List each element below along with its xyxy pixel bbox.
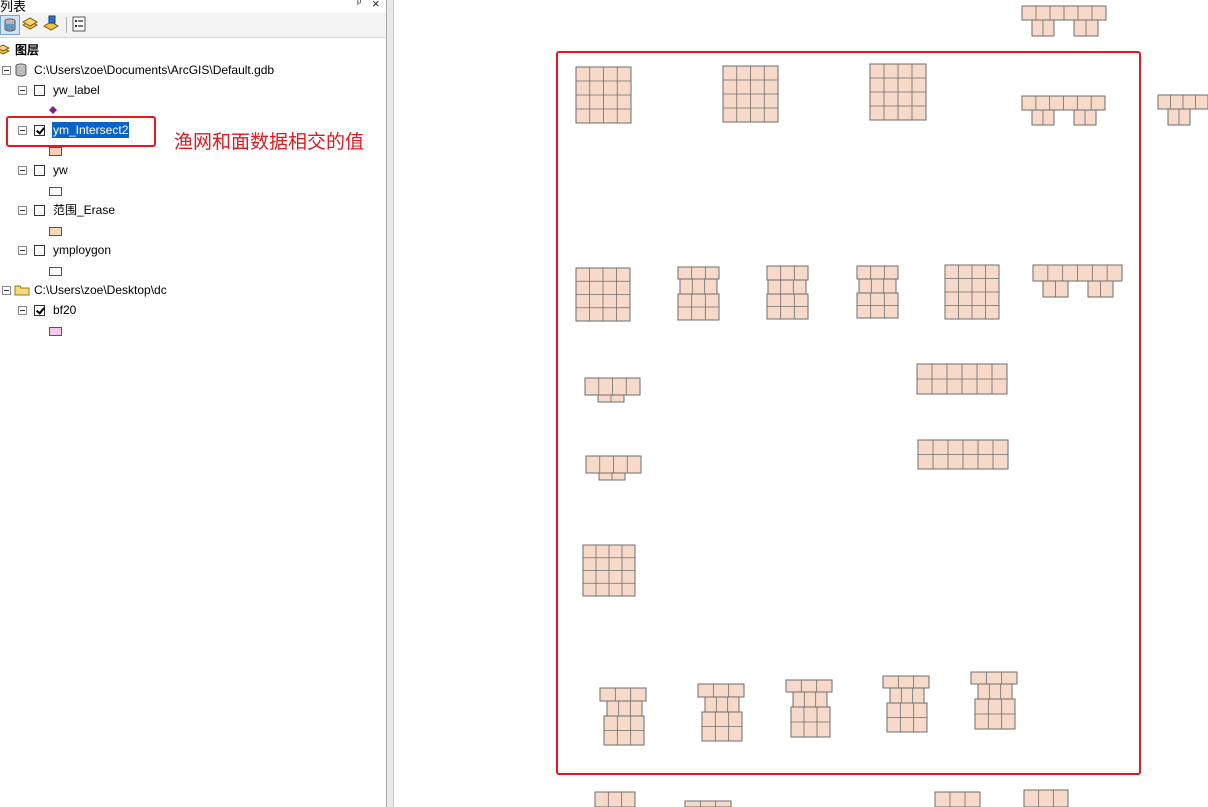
layer-tree: 图层 C:\Users\zoe\Documents\ArcGIS\Default… xyxy=(0,38,386,807)
map-polygon[interactable] xyxy=(916,363,1008,395)
annotation-text: 渔网和面数据相交的值 xyxy=(174,131,365,153)
options-button[interactable] xyxy=(70,15,90,35)
map-polygon[interactable] xyxy=(766,265,809,281)
layer-checkbox-yw[interactable] xyxy=(34,165,45,176)
map-polygon[interactable] xyxy=(575,267,631,322)
map-polygon[interactable] xyxy=(1021,95,1106,111)
map-polygon[interactable] xyxy=(679,278,718,295)
map-polygon[interactable] xyxy=(917,439,1009,470)
map-view[interactable] xyxy=(394,0,1208,807)
map-polygon[interactable] xyxy=(790,706,831,738)
map-polygon[interactable] xyxy=(856,292,899,319)
geodatabase-icon xyxy=(15,63,27,77)
map-polygon[interactable] xyxy=(594,791,636,807)
map-polygon[interactable] xyxy=(1021,5,1107,21)
layer-label-yw-label[interactable]: yw_label xyxy=(53,83,100,97)
layer-label-bf20[interactable]: bf20 xyxy=(53,303,77,317)
folder-expander[interactable] xyxy=(2,286,11,295)
map-polygon[interactable] xyxy=(766,293,809,320)
map-polygon[interactable] xyxy=(1031,109,1055,126)
toolbar-separator xyxy=(66,17,67,33)
layer-expander-ym-intersect2[interactable] xyxy=(18,126,27,135)
map-polygon[interactable] xyxy=(944,264,1000,320)
map-polygon[interactable] xyxy=(1073,19,1099,37)
layer-expander-yw-label[interactable] xyxy=(18,86,27,95)
layer-checkbox-bf20[interactable] xyxy=(34,305,45,316)
map-polygon[interactable] xyxy=(582,544,636,597)
map-polygon[interactable] xyxy=(1087,280,1114,298)
map-polygon[interactable] xyxy=(1157,94,1208,110)
pin-icon[interactable]: ᵖ xyxy=(357,0,362,9)
point-symbol-icon[interactable] xyxy=(49,106,57,114)
list-by-source-icon xyxy=(21,17,39,30)
list-by-source-button[interactable] xyxy=(21,15,41,35)
list-by-visibility-icon xyxy=(42,15,60,31)
toc-toolbar xyxy=(0,13,386,38)
map-polygon[interactable] xyxy=(1073,109,1097,126)
layer-label-fanwei-erase[interactable]: 范围_Erase xyxy=(53,203,116,217)
map-polygon[interactable] xyxy=(722,65,779,123)
layer-highlight-box xyxy=(6,116,156,147)
folder-path-label[interactable]: C:\Users\zoe\Desktop\dc xyxy=(34,283,167,297)
fill-symbol-swatch[interactable] xyxy=(49,267,62,276)
layer-checkbox-fanwei-erase[interactable] xyxy=(34,205,45,216)
map-polygon[interactable] xyxy=(684,800,732,807)
map-polygon[interactable] xyxy=(1023,789,1069,807)
map-polygon[interactable] xyxy=(889,687,925,704)
layers-icon xyxy=(0,44,10,55)
layer-expander-fanwei-erase[interactable] xyxy=(18,206,27,215)
layer-label-ymploygon[interactable]: ymploygon xyxy=(53,243,112,257)
table-of-contents-panel: 列表 ᵖ × xyxy=(0,0,387,807)
map-polygon[interactable] xyxy=(934,791,981,807)
folder-icon xyxy=(14,285,30,296)
gdb-expander[interactable] xyxy=(2,66,11,75)
fill-symbol-swatch[interactable] xyxy=(49,227,62,236)
layer-label-ym-intersect2[interactable]: ym_Intersect2 xyxy=(52,122,130,138)
fill-symbol-swatch[interactable] xyxy=(49,327,62,336)
layer-checkbox-ymploygon[interactable] xyxy=(34,245,45,256)
map-polygon[interactable] xyxy=(869,63,927,121)
fill-symbol-swatch[interactable] xyxy=(49,187,62,196)
map-polygon[interactable] xyxy=(597,394,625,403)
options-icon xyxy=(72,16,86,32)
map-polygon[interactable] xyxy=(1042,280,1069,298)
layer-label-yw[interactable]: yw xyxy=(53,163,68,177)
map-canvas[interactable] xyxy=(394,0,1208,807)
fill-symbol-swatch[interactable] xyxy=(49,147,62,156)
map-polygon[interactable] xyxy=(886,702,928,733)
layer-checkbox-ym-intersect2[interactable] xyxy=(34,125,45,136)
map-highlight-frame xyxy=(556,51,1141,775)
layers-root-label[interactable]: 图层 xyxy=(15,43,40,57)
map-polygon[interactable] xyxy=(701,711,743,742)
gdb-path-label[interactable]: C:\Users\zoe\Documents\ArcGIS\Default.gd… xyxy=(34,63,275,77)
map-polygon[interactable] xyxy=(677,293,720,321)
layer-checkbox-yw-label[interactable] xyxy=(34,85,45,96)
list-by-visibility-button[interactable] xyxy=(42,15,62,35)
list-by-drawing-order-icon xyxy=(4,18,16,32)
map-polygon[interactable] xyxy=(977,683,1013,700)
layer-expander-yw[interactable] xyxy=(18,166,27,175)
toc-title: 列表 xyxy=(0,0,27,15)
map-polygon[interactable] xyxy=(767,279,807,295)
list-by-drawing-order-button[interactable] xyxy=(0,15,20,35)
map-polygon[interactable] xyxy=(970,671,1018,685)
map-polygon[interactable] xyxy=(603,715,645,746)
layer-expander-ymploygon[interactable] xyxy=(18,246,27,255)
map-polygon[interactable] xyxy=(598,472,626,481)
close-icon[interactable]: × xyxy=(372,0,380,11)
panel-splitter[interactable] xyxy=(387,0,394,807)
map-polygon[interactable] xyxy=(1031,19,1055,37)
map-polygon[interactable] xyxy=(575,66,632,124)
map-polygon[interactable] xyxy=(1167,108,1191,126)
map-polygon[interactable] xyxy=(1032,264,1123,282)
layer-expander-bf20[interactable] xyxy=(18,306,27,315)
map-polygon[interactable] xyxy=(974,698,1016,730)
